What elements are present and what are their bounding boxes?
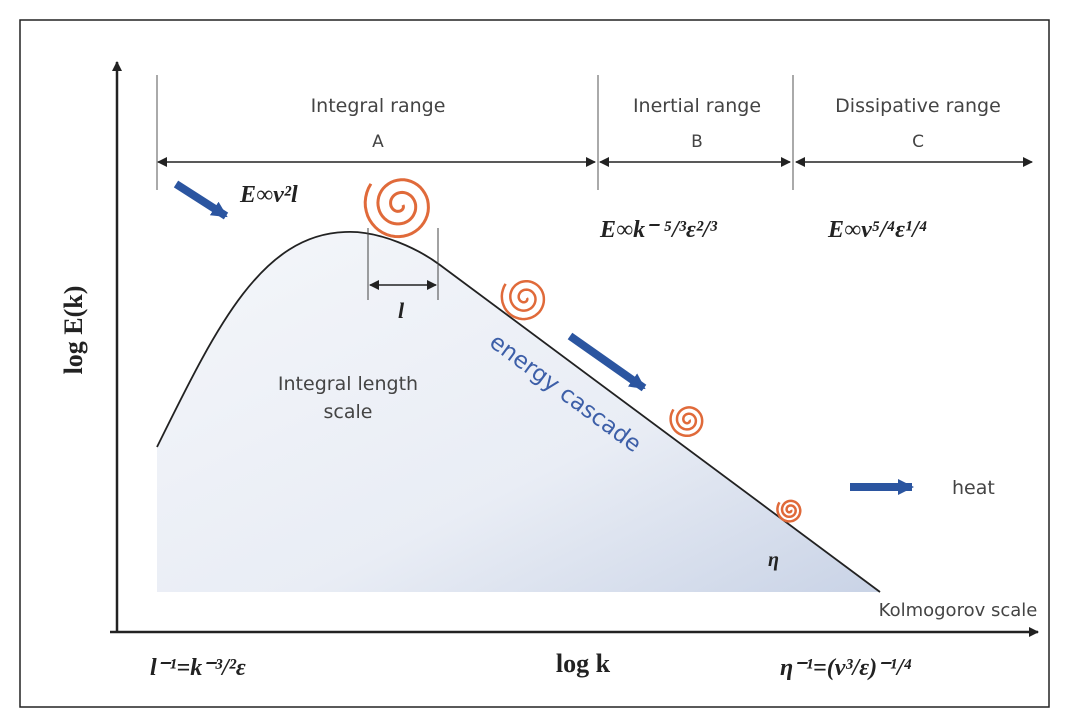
heat-label: heat (952, 477, 995, 499)
spectrum-fill (157, 231, 880, 592)
formula-inertial: E∞k⁻ ⁵/³ε²/³ (599, 217, 718, 243)
integral-length-label: scale (324, 401, 373, 423)
eddy-spiral-icon (500, 279, 546, 321)
frame (19, 19, 1050, 708)
spectrum-curve (156, 231, 881, 593)
formula-dissipative: E∞v⁵/⁴ε¹/⁴ (827, 217, 927, 243)
formula-integral-scale: l⁻¹=k⁻³/²ε (150, 655, 246, 681)
range-name: Dissipative range (835, 95, 1001, 117)
integral-length-label: Integral length (278, 373, 418, 395)
range-name: Inertial range (633, 95, 761, 117)
eddy-spiral-icon (669, 406, 704, 438)
eddy-spiral-icon (363, 178, 430, 239)
formula-kolmogorov-scale: η⁻¹=(ν³/ε)⁻¹/⁴ (780, 655, 912, 681)
kolmogorov-label: Kolmogorov scale (879, 600, 1038, 621)
eta-label: η (768, 549, 779, 571)
y-axis-label: log E(k) (59, 286, 88, 375)
range-letter: C (912, 132, 924, 152)
l-label: l (398, 298, 405, 323)
cascade-arrow (567, 332, 647, 392)
range-name: Integral range (311, 95, 446, 117)
range-letter: B (691, 132, 703, 152)
range-letter: A (372, 132, 384, 152)
x-axis-label: log k (556, 649, 611, 678)
eddy-spiral-icon (776, 499, 802, 523)
formula-integral: E∞v²l (239, 182, 298, 208)
energy-input-arrow (173, 180, 229, 220)
